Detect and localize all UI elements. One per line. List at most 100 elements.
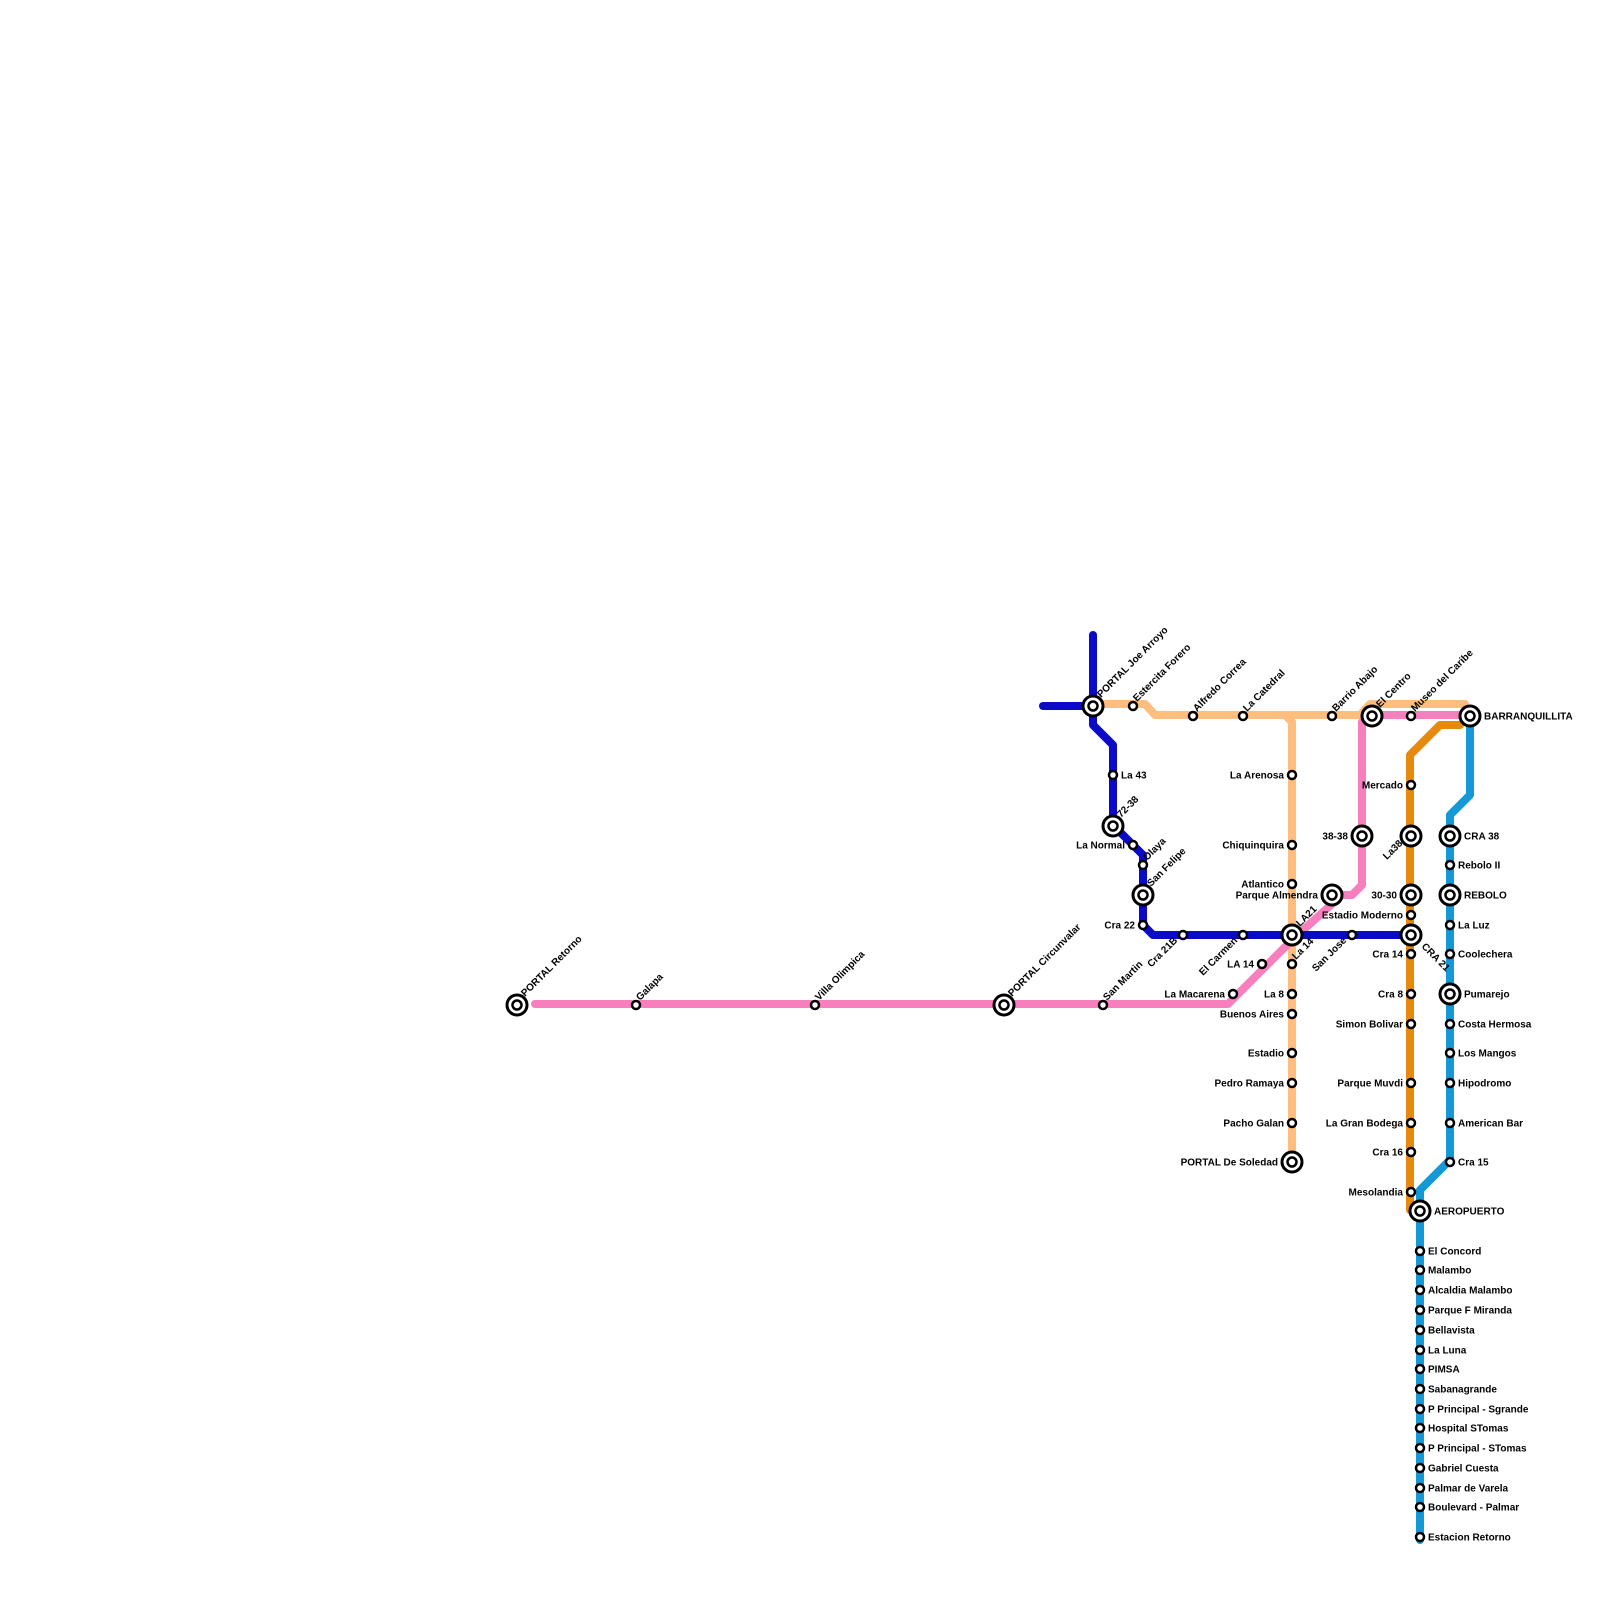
- station-cra16[interactable]: [1405, 1146, 1417, 1158]
- station-galapa[interactable]: [630, 999, 642, 1011]
- station-la-normal[interactable]: [1127, 839, 1139, 851]
- station-coolechera[interactable]: [1444, 948, 1456, 960]
- station-el-centro[interactable]: [1360, 704, 1384, 728]
- station-s30-30[interactable]: [1399, 883, 1423, 907]
- station-label-cra15: Cra 15: [1458, 1158, 1489, 1169]
- station-barrio-abajo[interactable]: [1326, 710, 1338, 722]
- station-san-jose[interactable]: [1346, 929, 1358, 941]
- station-mercado[interactable]: [1405, 779, 1417, 791]
- station-atlantico[interactable]: [1286, 878, 1298, 890]
- station-pacho-galan[interactable]: [1286, 1117, 1298, 1129]
- station-parque-f-miranda[interactable]: [1414, 1304, 1426, 1316]
- station-costa-hermosa[interactable]: [1444, 1018, 1456, 1030]
- station-label-cra38: CRA 38: [1464, 832, 1500, 843]
- station-villa-olimpica[interactable]: [809, 999, 821, 1011]
- station-label-coolechera: Coolechera: [1458, 950, 1513, 961]
- station-boulevard-palmar[interactable]: [1414, 1501, 1426, 1513]
- station-marker: [809, 999, 821, 1011]
- station-label-mercado: Mercado: [1362, 781, 1403, 792]
- station-aeropuerto[interactable]: [1408, 1199, 1432, 1223]
- station-s38-38[interactable]: [1350, 824, 1374, 848]
- station-estacion-retorno[interactable]: [1414, 1531, 1426, 1543]
- station-portal-circunvalar[interactable]: [992, 993, 1016, 1017]
- station-pumarejo[interactable]: [1438, 982, 1462, 1006]
- station-la8[interactable]: [1286, 988, 1298, 1000]
- station-portal-de-soledad[interactable]: [1280, 1150, 1304, 1174]
- station-marker: [1414, 1383, 1426, 1395]
- station-pimsa[interactable]: [1414, 1363, 1426, 1375]
- station-la43[interactable]: [1107, 769, 1119, 781]
- station-cra38[interactable]: [1438, 824, 1462, 848]
- station-label-la-catedral: La Catedral: [1241, 668, 1287, 714]
- station-marker: [1405, 948, 1417, 960]
- station-san-martin[interactable]: [1097, 999, 1109, 1011]
- station-portal-joe-arroyo[interactable]: [1081, 694, 1105, 718]
- station-parque-almendra[interactable]: [1320, 883, 1344, 907]
- station-olaya[interactable]: [1137, 859, 1149, 871]
- station-estadio[interactable]: [1286, 1047, 1298, 1059]
- station-hipodromo[interactable]: [1444, 1077, 1456, 1089]
- station-barranquillita[interactable]: [1458, 704, 1482, 728]
- station-label-la43: La 43: [1121, 771, 1147, 782]
- station-el-carmen[interactable]: [1237, 929, 1249, 941]
- station-la14-south[interactable]: [1286, 958, 1298, 970]
- station-museo-del-caribe[interactable]: [1405, 710, 1417, 722]
- station-mesolandia[interactable]: [1405, 1186, 1417, 1198]
- station-bellavista[interactable]: [1414, 1324, 1426, 1336]
- station-cra21[interactable]: [1399, 923, 1423, 947]
- station-hospital-stomas[interactable]: [1414, 1422, 1426, 1434]
- station-marker: [1286, 878, 1298, 890]
- stations-layer: [505, 694, 1482, 1543]
- station-malambo[interactable]: [1414, 1264, 1426, 1276]
- station-san-felipe[interactable]: [1131, 883, 1155, 907]
- station-la-luna[interactable]: [1414, 1344, 1426, 1356]
- station-portal-retorno[interactable]: [505, 993, 529, 1017]
- station-label-cra14: Cra 14: [1372, 950, 1403, 961]
- station-label-aeropuerto: AEROPUERTO: [1434, 1207, 1505, 1218]
- station-pedro-ramaya[interactable]: [1286, 1077, 1298, 1089]
- station-la-luz[interactable]: [1444, 919, 1456, 931]
- station-cra15[interactable]: [1444, 1156, 1456, 1168]
- station-la-catedral[interactable]: [1237, 710, 1249, 722]
- station-label-cra16: Cra 16: [1372, 1148, 1403, 1159]
- station-rebolo-ii[interactable]: [1444, 859, 1456, 871]
- station-buenos-aires[interactable]: [1286, 1008, 1298, 1020]
- station-chiquinquira[interactable]: [1286, 839, 1298, 851]
- station-s72-38[interactable]: [1101, 814, 1125, 838]
- station-marker: [1444, 1018, 1456, 1030]
- station-label-la-macarena: La Macarena: [1164, 990, 1225, 1001]
- station-marker: [1326, 710, 1338, 722]
- station-label-el-carmen: El Carmen: [1197, 935, 1240, 978]
- station-palmar-de-varela[interactable]: [1414, 1482, 1426, 1494]
- station-la-gran-bodega[interactable]: [1405, 1117, 1417, 1129]
- station-la-arenosa[interactable]: [1286, 769, 1298, 781]
- station-parque-muvdi[interactable]: [1405, 1077, 1417, 1089]
- station-sabanagrande[interactable]: [1414, 1383, 1426, 1395]
- station-american-bar[interactable]: [1444, 1117, 1456, 1129]
- station-alfredo-correa[interactable]: [1187, 710, 1199, 722]
- station-cra8[interactable]: [1405, 988, 1417, 1000]
- station-la14-west[interactable]: [1256, 958, 1268, 970]
- station-rebolo[interactable]: [1438, 883, 1462, 907]
- station-estercita-forero[interactable]: [1127, 700, 1139, 712]
- station-p-principal-sgrande[interactable]: [1414, 1403, 1426, 1415]
- station-la38[interactable]: [1399, 824, 1423, 848]
- station-label-pedro-ramaya: Pedro Ramaya: [1215, 1079, 1285, 1090]
- station-marker: [1286, 1077, 1298, 1089]
- station-cra14[interactable]: [1405, 948, 1417, 960]
- station-marker: [1444, 948, 1456, 960]
- station-label-la-luz: La Luz: [1458, 921, 1490, 932]
- station-la21[interactable]: [1280, 923, 1304, 947]
- station-estadio-moderno[interactable]: [1405, 909, 1417, 921]
- interchange-core: [1405, 929, 1417, 941]
- station-p-principal-stomas[interactable]: [1414, 1442, 1426, 1454]
- station-simon-bolivar[interactable]: [1405, 1018, 1417, 1030]
- station-la-macarena[interactable]: [1227, 988, 1239, 1000]
- station-los-mangos[interactable]: [1444, 1047, 1456, 1059]
- station-el-concord[interactable]: [1414, 1245, 1426, 1257]
- station-cra22[interactable]: [1137, 919, 1149, 931]
- station-marker: [1444, 1047, 1456, 1059]
- station-cra21b[interactable]: [1177, 929, 1189, 941]
- station-gabriel-cuesta[interactable]: [1414, 1462, 1426, 1474]
- station-alcaldia-malambo[interactable]: [1414, 1284, 1426, 1296]
